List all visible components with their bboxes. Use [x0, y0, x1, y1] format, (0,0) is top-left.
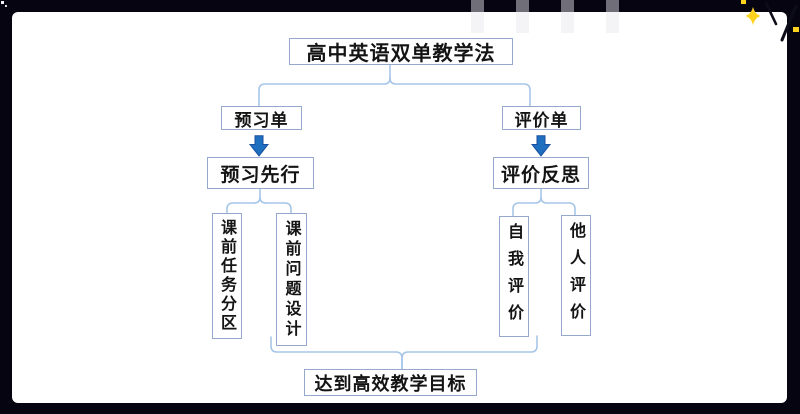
node-evaluation-sheet-label: 评价单: [514, 110, 569, 131]
node-preview-first: 预习先行: [207, 157, 314, 189]
node-preclass-task-zoning: 课前任务分区: [212, 213, 242, 339]
top-bar-decoration: [516, 0, 529, 33]
node-preclass-question-design-label: 课前问题设计: [282, 219, 302, 340]
node-peer-evaluation: 他人评价: [561, 215, 591, 336]
corner-sparkle-icon: [1, 1, 7, 7]
node-evaluation-reflection: 评价反思: [493, 157, 589, 189]
slide-canvas: [12, 12, 787, 403]
node-goal: 达到高效教学目标: [304, 369, 477, 396]
node-title: 高中英语双单教学法: [289, 38, 513, 65]
node-evaluation-reflection-label: 评价反思: [500, 163, 581, 186]
top-bar-decoration: [561, 0, 574, 33]
down-arrow-icon: [249, 135, 269, 157]
node-evaluation-sheet: 评价单: [502, 106, 581, 131]
sparkle-icon: [741, 0, 799, 42]
down-arrow-icon: [531, 135, 551, 157]
node-title-label: 高中英语双单教学法: [306, 41, 496, 65]
node-self-evaluation: 自我评价: [499, 216, 529, 337]
node-preview-first-label: 预习先行: [220, 163, 301, 186]
node-goal-label: 达到高效教学目标: [314, 373, 467, 395]
node-self-evaluation-label: 自我评价: [505, 222, 524, 331]
top-bar-decoration: [606, 0, 619, 33]
node-preview-sheet: 预习单: [221, 106, 302, 131]
node-preclass-task-zoning-label: 课前任务分区: [218, 219, 237, 333]
node-preclass-question-design: 课前问题设计: [276, 213, 307, 346]
top-bar-decoration: [471, 0, 484, 33]
node-peer-evaluation-label: 他人评价: [567, 221, 586, 330]
node-preview-sheet-label: 预习单: [234, 110, 289, 131]
